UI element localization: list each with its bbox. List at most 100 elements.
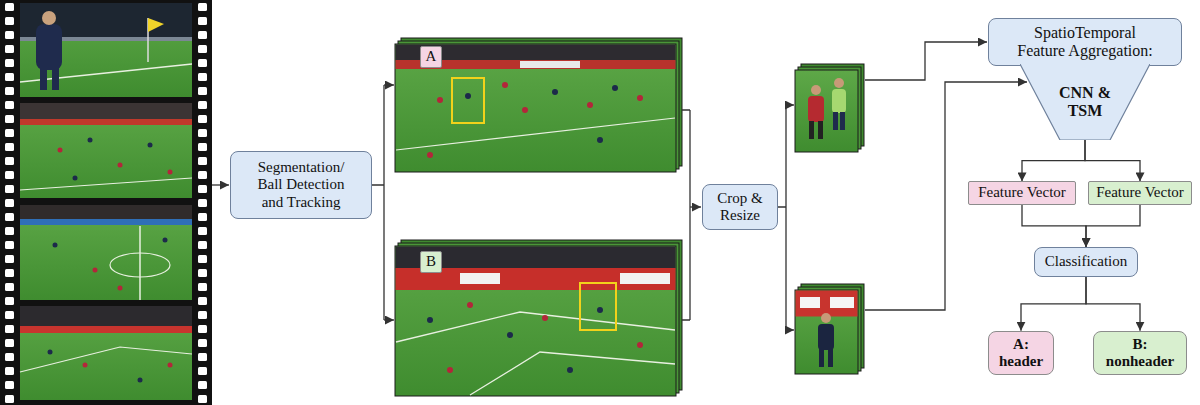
node-label: Classification — [1045, 253, 1128, 270]
player-leg — [40, 68, 47, 90]
connector-arrow — [1022, 205, 1086, 247]
crowd — [20, 306, 192, 326]
output-box: B: nonheader — [1093, 331, 1187, 376]
player-dot — [168, 170, 173, 175]
flow-arrow — [786, 329, 794, 330]
player-dot — [637, 95, 643, 101]
flow-arrow — [786, 104, 794, 105]
player-dot — [118, 163, 123, 168]
node-label: Feature Vector — [1096, 184, 1184, 201]
player-dot — [465, 93, 471, 99]
ball-box — [452, 78, 484, 123]
player-dot — [637, 342, 643, 348]
ad-board — [20, 326, 192, 333]
player-dot — [118, 286, 123, 291]
flow-line — [682, 110, 690, 320]
player-head — [811, 85, 821, 95]
connector-arrow — [1022, 140, 1085, 181]
flow-arrow — [865, 42, 987, 80]
halfway-line — [139, 226, 141, 300]
ad-panel — [800, 297, 820, 308]
connector-arrow — [1086, 277, 1140, 331]
pitch-line — [396, 118, 675, 150]
penalty-line — [396, 312, 675, 342]
player-leg — [833, 112, 838, 130]
player-dot — [507, 332, 513, 338]
trapezoid-outline — [1020, 64, 1150, 140]
sample-tag: A — [420, 46, 442, 68]
pitch-line — [20, 178, 192, 190]
process-box: Crop & Resize — [702, 184, 778, 230]
connector-arrow — [1086, 205, 1140, 247]
player-dot — [437, 97, 443, 103]
corner-flag — [148, 18, 164, 32]
player-dot — [597, 137, 603, 143]
player-leg — [840, 112, 845, 130]
player-leg — [819, 349, 824, 367]
player-dot — [567, 367, 573, 373]
player-dot — [427, 317, 433, 323]
node-label: B — [426, 253, 436, 270]
ad-board — [796, 291, 858, 317]
video-frame — [20, 103, 192, 198]
player-dot — [542, 315, 548, 321]
player-dot — [138, 378, 143, 383]
player-dot — [163, 238, 168, 243]
crop-frame — [795, 290, 858, 374]
output-box: A: header — [988, 331, 1054, 376]
flow-arrow — [690, 206, 701, 207]
player-dot — [83, 363, 88, 368]
node-label: Segmentation/ Ball Detection and Trackin… — [249, 159, 353, 211]
crop-frame — [795, 70, 858, 152]
sample-tag: B — [420, 251, 442, 273]
player-dot — [58, 148, 63, 153]
video-frame — [20, 3, 192, 97]
crowd — [20, 103, 192, 119]
ad-board — [20, 219, 192, 225]
player-dot — [612, 85, 618, 91]
sprocket-holes — [198, 0, 207, 405]
crowd — [20, 205, 192, 219]
player-dot — [48, 350, 53, 355]
process-box: Segmentation/ Ball Detection and Trackin… — [230, 151, 372, 219]
penalty-line — [470, 352, 675, 395]
player-dot — [88, 138, 93, 143]
player-dot — [552, 89, 558, 95]
video-frame — [395, 246, 676, 396]
film-strip — [0, 0, 212, 405]
ad-panel — [830, 297, 854, 308]
player-dot — [587, 102, 593, 108]
player — [818, 324, 834, 350]
centre-circle — [110, 253, 170, 277]
flow-arrow — [384, 84, 394, 85]
player-head — [834, 78, 844, 88]
network-trapezoid: CNN & TSM — [1020, 64, 1150, 140]
flow-line — [778, 105, 786, 330]
node-label: B: nonheader — [1100, 336, 1180, 371]
player-leg — [52, 68, 59, 90]
pitch-line — [20, 347, 192, 372]
player-dot — [168, 363, 173, 368]
video-frame — [20, 205, 192, 300]
player-dot — [502, 82, 508, 88]
player — [808, 96, 824, 122]
player-leg — [818, 121, 823, 139]
video-frame — [20, 306, 192, 400]
player-head — [42, 11, 56, 25]
player-dot — [447, 367, 453, 373]
flow-line — [372, 85, 384, 320]
node-label: A — [426, 48, 437, 65]
sprocket-holes — [5, 0, 14, 405]
player-dot — [467, 302, 473, 308]
player-dot — [148, 143, 153, 148]
node-label: Feature Vector — [978, 184, 1066, 201]
ball-box — [580, 283, 616, 330]
flow-arrow — [212, 184, 229, 185]
node-label: A: header — [993, 336, 1049, 371]
player-leg — [809, 121, 814, 139]
video-frame — [395, 44, 676, 172]
player-dot — [427, 152, 433, 158]
process-box: SpatioTemporal Feature Aggregation: — [988, 18, 1182, 66]
feature-box: Feature Vector — [968, 181, 1076, 204]
player-dot — [522, 107, 528, 113]
